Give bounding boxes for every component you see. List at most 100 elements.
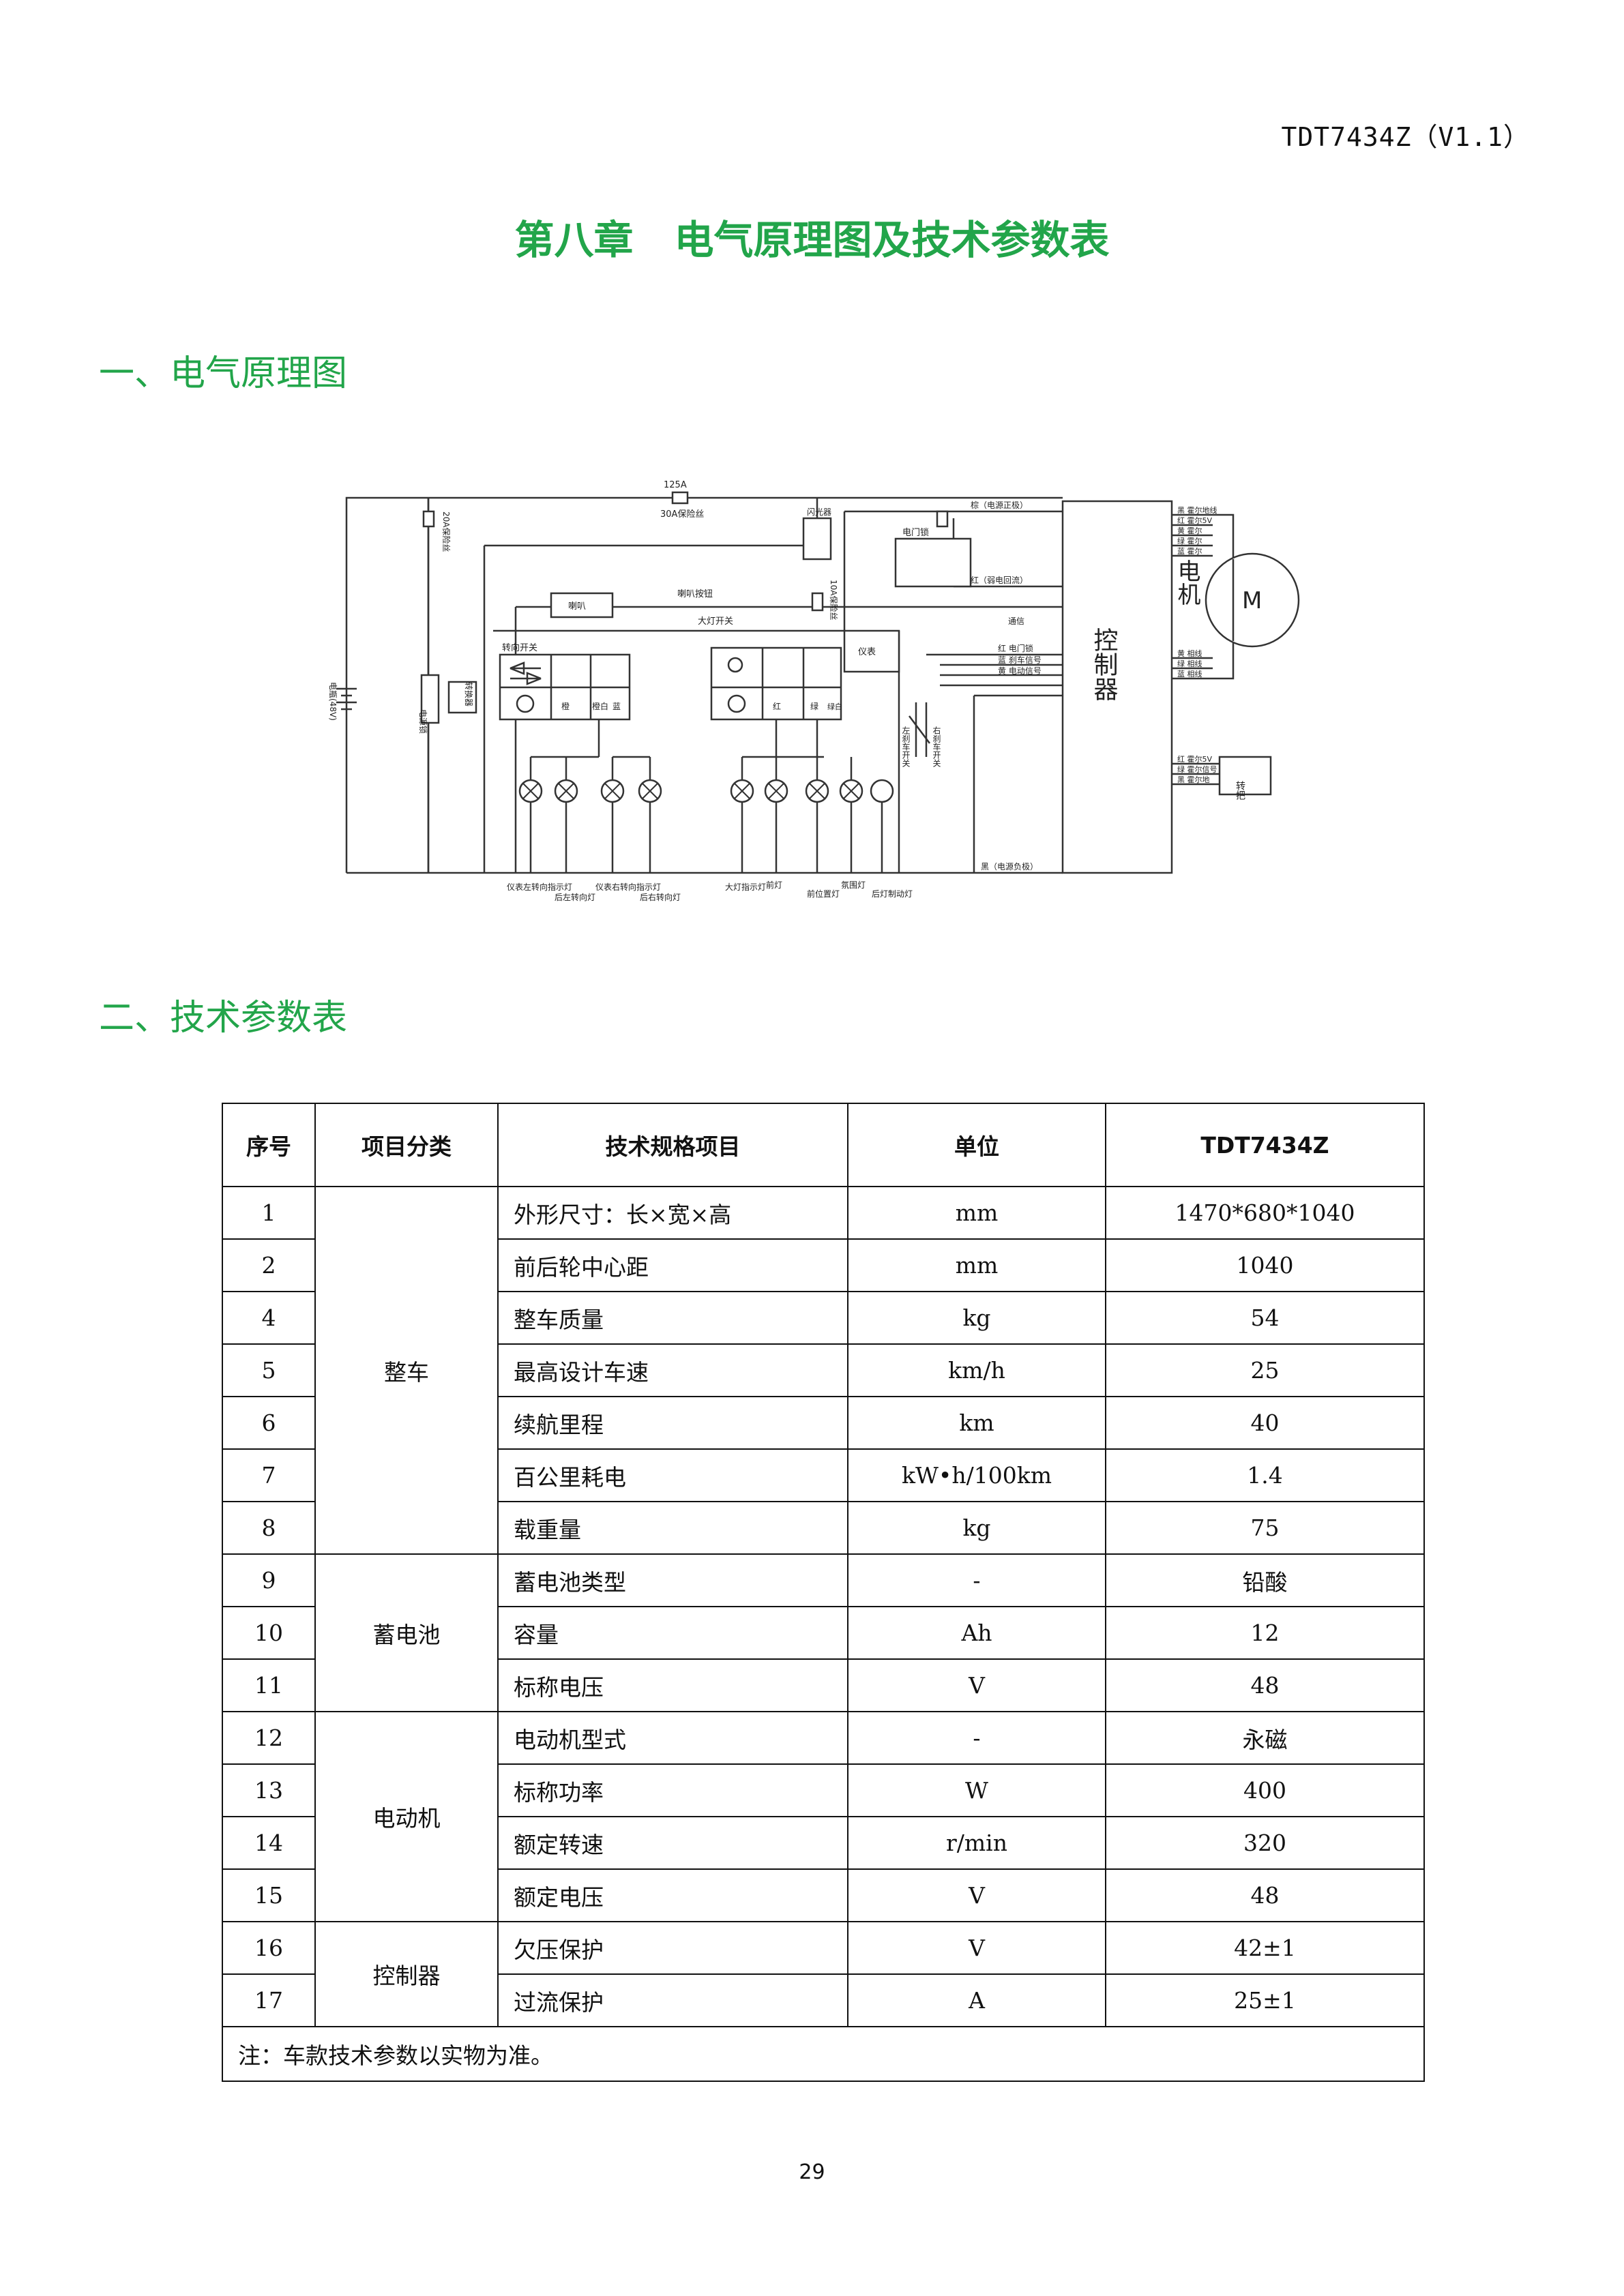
unit-cell: V	[847, 1921, 1106, 1975]
unit-cell: kg	[847, 1291, 1106, 1345]
fuse-current-label: 125A	[664, 480, 687, 490]
column-header: 序号	[222, 1103, 316, 1187]
value-cell: 48	[1105, 1868, 1425, 1922]
table-note: 注：车款技术参数以实物为准。	[222, 2026, 1425, 2082]
row-number-cell: 17	[222, 1973, 316, 2027]
controller-wire-label: 黑（电源负极）	[981, 862, 1038, 871]
spec-item-cell: 过流保护	[497, 1973, 848, 2027]
spec-item-cell: 欠压保护	[497, 1921, 848, 1975]
value-cell: 400	[1105, 1763, 1425, 1817]
spec-item-cell: 标称功率	[497, 1763, 848, 1817]
fuse-10a-label: 10A保险丝	[829, 580, 839, 620]
switch-cell-label: 绿	[810, 701, 818, 711]
row-number-cell: 11	[222, 1658, 316, 1712]
row-number-cell: 4	[222, 1291, 316, 1345]
spec-item-cell: 额定电压	[497, 1868, 848, 1922]
switch-cell-label: 红	[773, 701, 781, 711]
fuse-20a-label: 20A保险丝	[441, 511, 452, 552]
lamp-label: 大灯指示灯	[725, 882, 766, 892]
dc-converter-label: 转换器	[464, 682, 474, 706]
throttle-wire-label: 黑 霍尔地	[1177, 775, 1210, 784]
horn-label: 喇叭	[568, 601, 586, 612]
lamp-label: 仪表右转向指示灯	[595, 882, 661, 892]
section-heading-wiring-diagram: 一、电气原理图	[99, 353, 348, 394]
switch-cell-label: 橙	[561, 701, 570, 711]
controller-wire-label: 黄 电动信号	[998, 666, 1042, 676]
battery-label: 电瓶(48V)	[328, 682, 338, 721]
spec-item-cell: 外形尺寸：长×宽×高	[497, 1186, 848, 1240]
unit-cell: km	[847, 1396, 1106, 1450]
controller-wire-label: 红 电门锁	[998, 643, 1033, 653]
row-number-cell: 5	[222, 1343, 316, 1397]
motor-wire-label: 黄 相线	[1177, 648, 1202, 658]
motor-symbol: M	[1242, 587, 1262, 614]
spec-item-cell: 标称电压	[497, 1658, 848, 1712]
value-cell: 永磁	[1105, 1711, 1425, 1765]
value-cell: 40	[1105, 1396, 1425, 1450]
unit-cell: kg	[847, 1501, 1106, 1555]
row-number-cell: 13	[222, 1763, 316, 1817]
motor-wire-label: 红 霍尔5V	[1177, 516, 1212, 525]
document-id: TDT7434Z（V1.1）	[1281, 122, 1530, 152]
lamp-label: 后右转向灯	[640, 892, 681, 902]
category-cell: 控制器	[314, 1921, 499, 2027]
controller-wire-label: 红（弱电回流）	[971, 575, 1028, 585]
lamp-label: 前位置灯	[807, 889, 840, 899]
switch-cell-label: 橙白	[592, 701, 608, 711]
value-cell: 25	[1105, 1343, 1425, 1397]
lamp-label: 氛围灯	[841, 880, 866, 890]
unit-cell: V	[847, 1658, 1106, 1712]
spec-item-cell: 整车质量	[497, 1291, 848, 1345]
value-cell: 75	[1105, 1501, 1425, 1555]
row-number-cell: 1	[222, 1186, 316, 1240]
throttle-label: 转把	[1235, 781, 1245, 800]
controller-label: 控制器	[1090, 627, 1118, 701]
page-number: 29	[799, 2160, 825, 2184]
column-header: 项目分类	[314, 1103, 499, 1187]
throttle-wire-label: 绿 霍尔信号	[1177, 764, 1217, 774]
value-cell: 1.4	[1105, 1448, 1425, 1502]
row-number-cell: 8	[222, 1501, 316, 1555]
lamp-label: 前灯	[766, 880, 782, 890]
unit-cell: r/min	[847, 1816, 1106, 1870]
brake-switch-right-label: 右刹车开关	[932, 726, 941, 767]
column-header: TDT7434Z	[1105, 1103, 1425, 1187]
value-cell: 54	[1105, 1291, 1425, 1345]
spec-item-cell: 容量	[497, 1606, 848, 1660]
motor-wire-label: 绿 霍尔	[1177, 536, 1202, 546]
table-header-row: 序号 项目分类 技术规格项目 单位 TDT7434Z	[222, 1103, 1425, 1187]
main-fuse-label: 30A保险丝	[660, 509, 704, 520]
spec-item-cell: 载重量	[497, 1501, 848, 1555]
wiring-diagram: 125A 30A保险丝 电源锁 20A保险丝 电瓶(48V) 转换器 喇叭 喇叭…	[328, 480, 1300, 902]
motor-wire-label: 蓝 霍尔	[1177, 547, 1202, 556]
unit-cell: A	[847, 1973, 1106, 2027]
horn-button-label: 喇叭按钮	[677, 589, 713, 599]
unit-cell: -	[847, 1553, 1106, 1607]
unit-cell: kW•h/100km	[847, 1448, 1106, 1502]
spec-item-cell: 百公里耗电	[497, 1448, 848, 1502]
lamp-label: 后左转向灯	[555, 892, 595, 902]
value-cell: 1040	[1105, 1238, 1425, 1292]
unit-cell: V	[847, 1868, 1106, 1922]
value-cell: 1470*680*1040	[1105, 1186, 1425, 1240]
chapter-number: 第八章	[514, 217, 634, 263]
value-cell: 320	[1105, 1816, 1425, 1870]
switch-cell-label: 蓝	[612, 702, 621, 711]
motor-wire-label: 绿 相线	[1177, 659, 1202, 668]
row-number-cell: 10	[222, 1606, 316, 1660]
row-number-cell: 7	[222, 1448, 316, 1502]
controller-wire-label: 蓝 刹车信号	[998, 655, 1042, 665]
switch-cell-label: 绿白	[827, 702, 842, 711]
category-cell: 整车	[314, 1186, 499, 1555]
value-cell: 12	[1105, 1606, 1425, 1660]
column-header: 单位	[847, 1103, 1106, 1187]
row-number-cell: 9	[222, 1553, 316, 1607]
